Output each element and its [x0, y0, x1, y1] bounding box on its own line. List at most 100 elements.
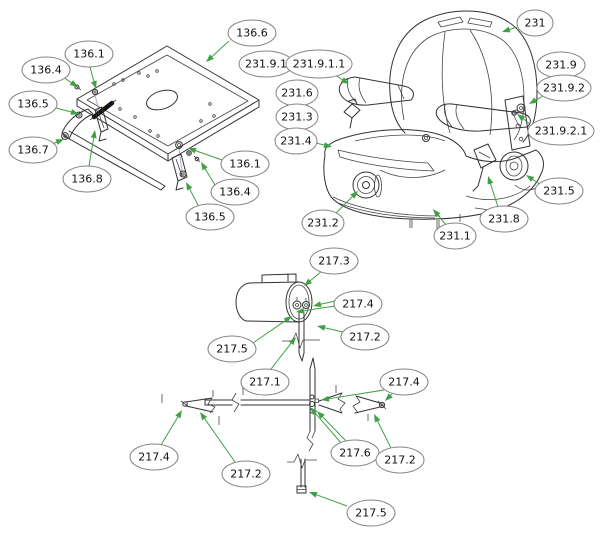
callout-bubble [346, 499, 396, 527]
callout-217.3: 217.3 [309, 247, 359, 275]
leader-arrowhead [309, 491, 318, 498]
leader-arrow [252, 319, 288, 344]
callout-136.1: 136.1 [220, 150, 270, 178]
leader-arrowhead [433, 209, 441, 218]
callout-bubble [21, 56, 71, 84]
leader-arrow [318, 300, 336, 306]
leader-arrow [193, 149, 223, 161]
callout-217.4: 217.4 [129, 443, 179, 471]
callout-label: 231.4 [280, 135, 312, 148]
callout-217.6: 217.6 [330, 439, 380, 467]
callout-label: 217.2 [230, 468, 262, 481]
callout-label: 136.5 [194, 211, 226, 224]
leader-arrow [308, 270, 323, 283]
leader-arrowhead [502, 26, 511, 33]
callout-bubble [516, 9, 554, 37]
leader-arrow [376, 419, 392, 449]
callout-bubble [8, 90, 58, 118]
callout-label: 136.4 [30, 64, 62, 77]
callout-label: 231.9.1.1 [293, 58, 345, 71]
callout-231.9: 231.9 [536, 51, 586, 79]
callout-bubble [8, 136, 58, 164]
callout-231.6: 231.6 [275, 79, 319, 107]
callout-217.4: 217.4 [333, 290, 383, 318]
leader-arrowhead [317, 411, 325, 419]
callout-231.5: 231.5 [534, 177, 584, 205]
callout-label: 217.2 [349, 331, 381, 344]
callout-bubble [274, 127, 318, 155]
leader-arrowhead [188, 147, 197, 154]
leader-arrow [314, 493, 348, 507]
callout-217.2: 217.2 [340, 323, 390, 351]
callout-bubble [285, 49, 353, 79]
callout-label: 231.5 [543, 185, 575, 198]
leader-arrowhead [529, 97, 538, 104]
leader-arrow [210, 40, 230, 59]
callout-label: 217.5 [355, 507, 387, 520]
callout-bubble [527, 116, 595, 146]
leader-arrow [89, 66, 95, 84]
callout-bubble [379, 368, 429, 396]
callout-bubble [340, 323, 390, 351]
leader-arrowhead [70, 109, 79, 115]
callout-136.4: 136.4 [210, 178, 260, 206]
callout-bubble [433, 222, 477, 250]
callout-231.1: 231.1 [433, 222, 477, 250]
leader-arrow [203, 416, 236, 463]
callout-217.2: 217.2 [375, 446, 425, 474]
callout-label: 231.1 [439, 230, 471, 243]
leader-arrowhead [350, 191, 358, 199]
callout-bubble [534, 177, 584, 205]
leader-arrow [489, 181, 499, 208]
leader-arrow [313, 411, 343, 445]
leader-arrowhead [175, 410, 182, 419]
callout-label: 231.8 [488, 213, 520, 226]
leader-arrowhead [340, 77, 349, 84]
leader-arrowhead [323, 142, 332, 148]
callout-label: 231.9.2.1 [535, 125, 587, 138]
leader-arrowhead [317, 324, 326, 331]
leader-arrowhead [55, 139, 64, 145]
callout-label: 231.6 [281, 87, 313, 100]
leader-arrowhead [296, 307, 305, 314]
callout-label: 136.4 [219, 186, 251, 199]
leader-arrow [55, 107, 74, 113]
callout-label: 217.5 [216, 343, 248, 356]
callout-217.5: 217.5 [207, 335, 257, 363]
leader-arrowhead [385, 393, 393, 401]
callout-217.4: 217.4 [379, 368, 429, 396]
callout-bubble [207, 335, 257, 363]
callout-label: 231 [525, 17, 546, 30]
callout-label: 231.9 [545, 59, 577, 72]
callout-231.9.1: 231.9.1 [238, 50, 294, 78]
leader-arrowhead [91, 80, 97, 89]
callout-bubble [220, 150, 270, 178]
callout-217.2: 217.2 [221, 460, 271, 488]
leader-arrowhead [374, 414, 381, 423]
seat-assembly-drawing [323, 10, 544, 229]
callout-231.2: 231.2 [301, 209, 345, 237]
callout-136.6: 136.6 [227, 19, 277, 47]
callout-136.8: 136.8 [62, 165, 112, 193]
callout-bubble [129, 443, 179, 471]
leader-arrow [88, 135, 95, 167]
leader-arrow [322, 326, 344, 333]
callout-label: 231.9.2 [543, 82, 585, 95]
callout-label: 136.7 [17, 144, 49, 157]
leader-arrowhead [310, 407, 318, 416]
leader-arrow [270, 341, 293, 370]
leader-arrow [188, 187, 200, 208]
leader-arrowhead [283, 316, 292, 324]
leader-arrow [203, 166, 216, 186]
leader-arrow [334, 194, 355, 215]
leader-arrowhead [304, 278, 313, 286]
leader-arrowhead [206, 54, 214, 62]
callout-136.5: 136.5 [185, 203, 235, 231]
callout-217.5: 217.5 [346, 499, 396, 527]
leader-arrowhead [90, 130, 97, 139]
callout-label: 136.5 [17, 98, 49, 111]
callout-231: 231 [516, 9, 554, 37]
callout-label: 217.3 [318, 255, 350, 268]
callout-bubble [62, 165, 112, 193]
leader-arrow [326, 389, 385, 400]
